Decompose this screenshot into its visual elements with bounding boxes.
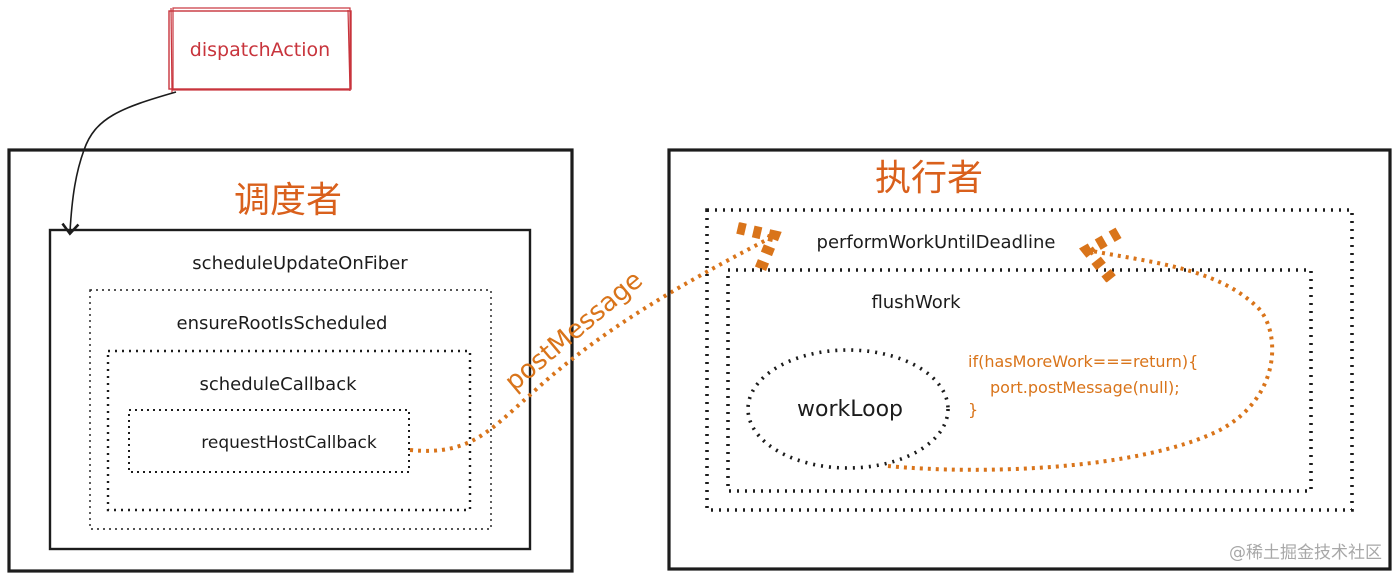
post-message-edge: postMessage [409,238,770,453]
work-loop-label: workLoop [797,397,903,422]
request-host-box: requestHostCallback [128,409,410,473]
code-line-3: } [968,400,978,419]
code-snippet: if(hasMoreWork===return){ port.postMessa… [968,352,1198,419]
executor-title: 执行者 [875,158,983,199]
schedule-callback-label: scheduleCallback [199,374,357,395]
loop-back-edge [887,251,1275,472]
scheduler-title: 调度者 [234,180,342,221]
ensure-root-box: ensureRootIsScheduled [89,289,492,530]
request-host-label: requestHostCallback [201,433,377,453]
post-message-label: postMessage [499,265,649,397]
watermark: @稀土掘金技术社区 [1229,543,1382,563]
scheduler-box: 调度者 [7,148,574,573]
perform-work-label: performWorkUntilDeadline [817,232,1056,253]
ensure-root-label: ensureRootIsScheduled [177,313,388,334]
dispatch-arrow [61,91,177,236]
schedule-callback-box: scheduleCallback [106,349,472,512]
code-line-1: if(hasMoreWork===return){ [968,352,1198,371]
executor-box: 执行者 [667,148,1392,571]
schedule-update-box: scheduleUpdateOnFiber [48,228,532,551]
dispatch-action-node: dispatchAction [168,7,352,94]
schedule-update-label: scheduleUpdateOnFiber [192,253,408,274]
code-line-2: port.postMessage(null); [990,378,1180,397]
perform-work-box: performWorkUntilDeadline [705,208,1354,512]
flush-work-label: flushWork [871,292,961,313]
flush-work-box: flushWork [726,268,1313,493]
work-loop-node: workLoop [746,348,950,470]
dispatch-action-label: dispatchAction [190,39,330,61]
